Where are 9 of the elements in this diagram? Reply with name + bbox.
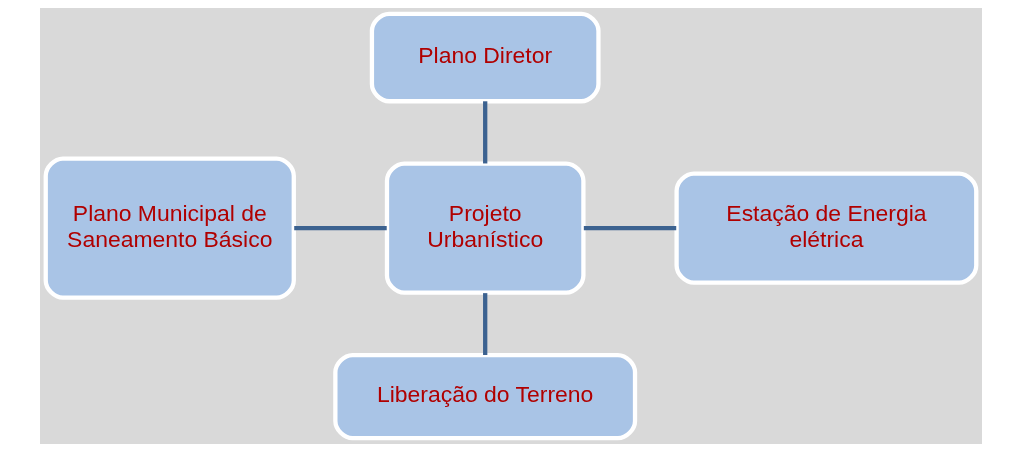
- node-box: Projeto Urbanístico: [384, 161, 586, 295]
- connector: [483, 101, 488, 164]
- node-box: Liberação do Terreno: [333, 352, 638, 441]
- node-box: Plano Diretor: [369, 11, 601, 104]
- node-box: Plano Municipal de Saneamento Básico: [43, 156, 296, 300]
- connector: [483, 293, 488, 356]
- connector: [294, 226, 387, 231]
- node-box: Estação de Energia elétrica: [674, 171, 979, 285]
- connector: [583, 226, 677, 231]
